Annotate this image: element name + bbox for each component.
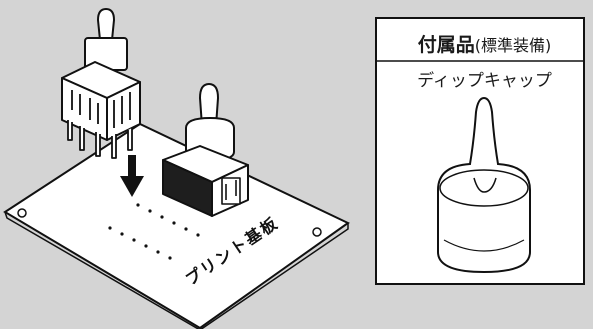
pcb-holes-upper <box>136 203 200 237</box>
pcb-holes-lower <box>108 226 172 260</box>
accessory-title-sub: (標準装備) <box>474 35 552 55</box>
dip-cap-label: ディップキャップ <box>417 70 552 91</box>
dip-cap-icon <box>437 96 531 274</box>
accessory-title-main: 付属品 <box>417 34 475 56</box>
accessory-box-title: 付属品 (標準装備) <box>382 27 587 60</box>
pcb-board-edge <box>4 211 349 329</box>
toggle-switch-installed <box>162 83 249 217</box>
insert-arrow-icon <box>120 155 144 197</box>
pcb-mount-hole-left <box>17 208 27 218</box>
toggle-switch-uninstalled <box>61 8 141 159</box>
pcb-mount-hole-right <box>312 227 322 237</box>
